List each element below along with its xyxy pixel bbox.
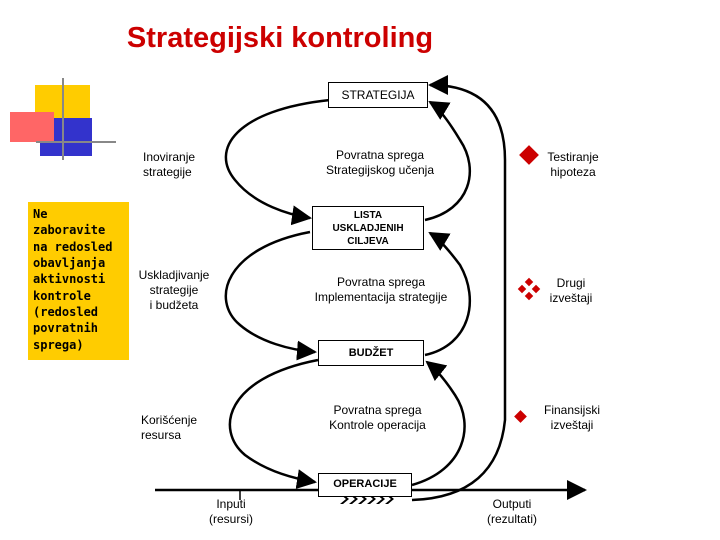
loop-right-3 [411,360,466,487]
label-outputi: Outputi (rezultati) [474,497,550,527]
label-koriscenje-line1: Korišćenje [141,413,198,427]
label-fin-line1: Finansijski [543,403,600,417]
note-line: sprega) [33,337,84,352]
deco-horizontal-line [36,141,116,143]
note-line: na redosled [33,239,113,254]
reminder-note: Ne zaboravite na redosled obavljanja akt… [28,202,129,360]
node-lista-line1: LISTA [353,209,383,221]
label-inoviranje: Inoviranje strategije [143,150,195,180]
label-sprega2-line1: Povratna sprega [336,275,426,289]
label-sprega-implementacija: Povratna sprega Implementacija strategij… [295,275,467,305]
label-sprega1-line1: Povratna sprega [335,148,425,162]
label-koriscenje-line2: resursa [141,428,182,442]
label-uskladj-line1: Uskladjivanje [138,268,210,282]
label-sprega3-line1: Povratna sprega [333,403,422,417]
node-operacije-label: OPERACIJE [333,478,397,490]
note-line: zaboravite [33,223,106,238]
label-inputi: Inputi (resursi) [196,497,266,527]
label-finansijski: Finansijski izveštaji [536,403,608,433]
label-outputi-line2: (rezultati) [486,512,537,526]
label-sprega-strategijskog: Povratna sprega Strategijskog učenja [300,148,460,178]
node-lista: LISTA USKLADJENIH CILJEVA [312,206,424,250]
label-testiranje-line2: hipoteza [550,165,596,179]
loop-inner-2 [224,230,317,361]
label-inoviranje-line2: strategije [143,165,192,179]
note-line: obavljanja [33,255,106,270]
node-budzet: BUDŽET [318,340,424,366]
label-drugi-line2: izveštaji [549,291,593,305]
label-fin-line2: izveštaji [550,418,594,432]
label-koriscenje: Korišćenje resursa [141,413,197,443]
note-line: kontrole [33,288,91,303]
loop-right-2 [424,231,472,357]
page-title: Strategijski kontroling [126,22,434,54]
note-line: povratnih [33,321,99,336]
note-line: aktivnosti [33,272,106,287]
node-operacije: OPERACIJE [318,473,412,497]
label-testiranje-line1: Testiranje [547,150,599,164]
loop-inner-1 [224,98,331,226]
label-sprega1-line2: Strategijskog učenja [325,163,435,177]
loop-inner-3 [228,358,319,490]
bullet-testiranje-icon [519,145,539,165]
label-inoviranje-line1: Inoviranje [143,150,196,164]
loop-right-1 [424,100,472,222]
node-lista-line2: USKLADJENIH [332,222,404,234]
node-lista-line3: CILJEVA [347,235,389,247]
label-inputi-line2: (resursi) [209,512,253,526]
deco-pink-square [10,112,54,142]
label-sprega2-line2: Implementacija strategije [314,290,448,304]
note-line: Ne [33,207,48,221]
label-uskladj-line3: i budžeta [149,298,199,312]
label-uskladjivanje: Uskladjivanje strategije i budžeta [134,268,214,313]
note-line: (redosled [33,304,99,319]
node-strategija: STRATEGIJA [328,82,428,108]
label-sprega3-line2: Kontrole operacija [329,418,426,432]
label-drugi: Drugi izveštaji [540,276,602,306]
bullet-fin-icon [514,410,527,423]
label-drugi-line1: Drugi [556,276,586,290]
label-uskladj-line2: strategije [149,283,199,297]
deco-vertical-line [62,78,64,160]
label-outputi-line1: Outputi [492,497,532,511]
label-inputi-line1: Inputi [216,497,246,511]
label-sprega-kontrole: Povratna sprega Kontrole operacija [300,403,455,433]
bullet-drugi-icon [517,277,541,301]
label-testiranje: Testiranje hipoteza [538,150,608,180]
node-budzet-label: BUDŽET [348,347,394,359]
node-strategija-label: STRATEGIJA [341,88,415,102]
